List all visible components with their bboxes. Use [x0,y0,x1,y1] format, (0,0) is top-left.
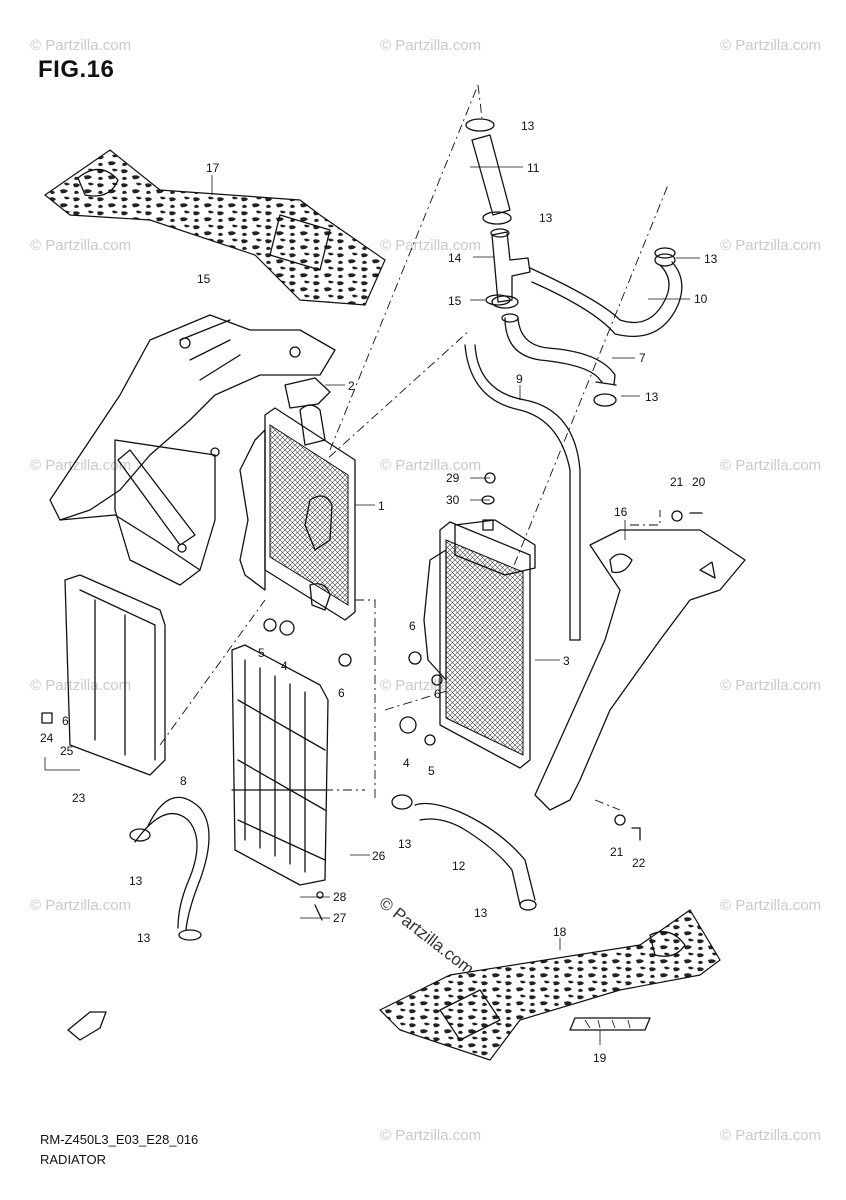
callout-9: 9 [516,372,523,386]
callout-2: 2 [348,379,355,393]
radiator-hose-8 [134,796,210,931]
watermark: © Partzilla.com [380,457,481,474]
joint-pipe-14 [490,228,531,309]
callout-23: 23 [72,791,86,805]
overflow-hose-9 [464,344,581,641]
watermark: © Partzilla.com [720,677,821,694]
shroud-graphic-17 [43,149,386,306]
callout-13: 13 [137,931,151,945]
callout-13: 13 [704,252,718,266]
watermark: © Partzilla.com [720,457,821,474]
callout-28: 28 [333,890,347,904]
cap-gasket-2 [284,377,331,409]
callout-21: 21 [670,475,684,489]
callout-13: 13 [539,211,553,225]
watermark: © Partzilla.com [30,677,131,694]
callout-26: 26 [372,849,386,863]
front-arrow-icon [67,1011,107,1041]
callout-13: 13 [474,906,488,920]
assembly-lines [159,84,669,811]
callout-5: 5 [428,764,435,778]
radiator-hose-11 [465,118,512,225]
radiator-shroud-right-16 [534,529,746,811]
callout-30: 30 [446,493,460,507]
callout-27: 27 [333,911,347,925]
radiator-left-1 [239,404,356,621]
callout-4: 4 [403,756,410,770]
watermark: © Partzilla.com [380,237,481,254]
callout-14: 14 [448,251,462,265]
callout-16: 16 [614,505,628,519]
radiator-right-3 [423,519,536,769]
figure-code: RM-Z450L3_E03_E28_016 [40,1132,199,1147]
figure-name: RADIATOR [40,1152,106,1167]
callout-15: 15 [448,294,462,308]
fasteners [263,472,703,921]
watermark: © Partzilla.com [720,897,821,914]
callout-8: 8 [180,774,187,788]
callout-3: 3 [563,654,570,668]
callout-6: 6 [338,686,345,700]
radiator-hose-12 [414,802,536,906]
callout-25: 25 [60,744,74,758]
callout-6: 6 [434,687,441,701]
watermark: © Partzilla.com [30,897,131,914]
callout-6: 6 [409,619,416,633]
watermark: © Partzilla.com [720,37,821,54]
watermark: © Partzilla.com [30,457,131,474]
watermark: © Partzilla.com [30,37,131,54]
callout-12: 12 [452,859,466,873]
watermark: © Partzilla.com [720,237,821,254]
callout-13: 13 [398,837,412,851]
callout-labels: 1 2 3 4 4 5 5 6 6 6 6 7 8 9 10 11 12 13 … [40,119,718,1065]
shroud-graphic-18 [378,909,721,1061]
radiator-hose-7 [501,313,617,407]
watermark: © Partzilla.com [380,37,481,54]
callout-29: 29 [446,471,460,485]
callout-5: 5 [258,646,265,660]
center-watermark: © Partzilla.com [376,893,478,979]
radiator-guard-26 [231,644,329,886]
callout-24: 24 [40,731,54,745]
radiator-hose-10 [529,253,683,338]
watermark: © Partzilla.com [720,1127,821,1144]
callout-19: 19 [593,1051,607,1065]
figure-title: FIG.16 [38,56,115,83]
radiator-shroud-left-15 [49,314,336,586]
callout-13: 13 [645,390,659,404]
callout-21: 21 [610,845,624,859]
callout-15: 15 [197,272,211,286]
callout-1: 1 [378,499,385,513]
callout-13: 13 [521,119,535,133]
watermark: © Partzilla.com [30,237,131,254]
callout-20: 20 [692,475,706,489]
callout-18: 18 [553,925,567,939]
callout-6: 6 [62,714,69,728]
leader-lines [44,166,700,1045]
callout-13: 13 [129,874,143,888]
callout-17: 17 [206,161,220,175]
rm-z-emblem [569,1017,651,1031]
callout-22: 22 [632,856,646,870]
side-panel-23 [41,574,166,776]
watermark-layer: © Partzilla.com © Partzilla.com © Partzi… [30,37,821,1144]
callout-4: 4 [281,659,288,673]
watermark: © Partzilla.com [380,1127,481,1144]
callout-10: 10 [694,292,708,306]
callout-11: 11 [527,161,540,175]
callout-7: 7 [639,351,646,365]
